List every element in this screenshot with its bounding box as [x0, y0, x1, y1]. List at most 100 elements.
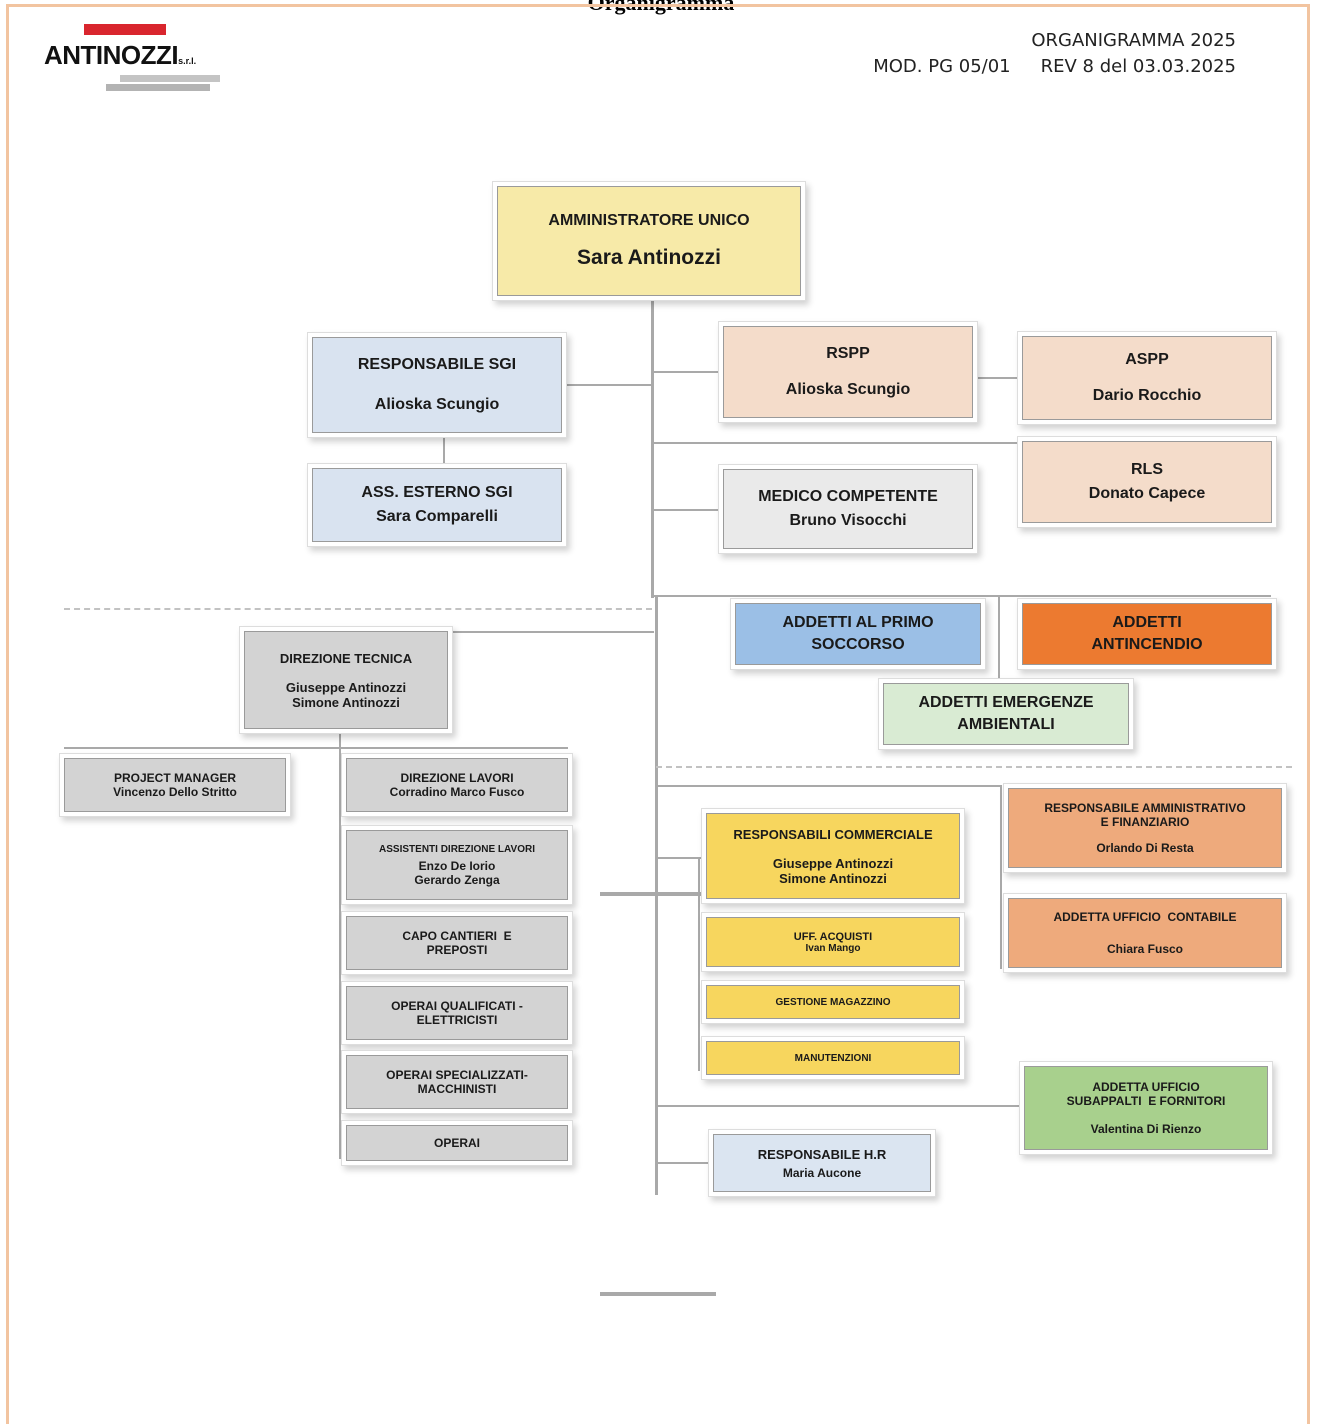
label-line: ADDETTI: [1112, 614, 1182, 631]
box-medico-competente: MEDICO COMPETENTE Bruno Visocchi: [719, 465, 977, 553]
box-assistente-esterno-sgi: ASS. ESTERNO SGI Sara Comparelli: [308, 464, 566, 546]
label-line: ELETTRICISTI: [416, 1013, 498, 1027]
person-name: Simone Antinozzi: [779, 870, 887, 886]
connector-direzione-tecnica: [448, 631, 654, 633]
person-name: Chiara Fusco: [1106, 942, 1184, 956]
logo-text: ANTINOZZIs.r.l.: [44, 40, 197, 70]
logo-grey-bar: [120, 75, 220, 82]
connector-rspp: [653, 371, 719, 373]
box-ufficio-acquisti: UFF. ACQUISTI Ivan Mango: [702, 913, 964, 971]
person-name: Valentina Di Rienzo: [1090, 1122, 1202, 1136]
main-trunk-line: [655, 893, 658, 1195]
connector-amministrativo-vertical: [1000, 785, 1002, 969]
role-label: UFF. ACQUISTI: [793, 930, 873, 943]
label-line: AMBIENTALI: [957, 716, 1055, 733]
person-name: Vincenzo Dello Stritto: [113, 785, 237, 799]
box-direzione-lavori: DIREZIONE LAVORI Corradino Marco Fusco: [342, 754, 572, 816]
person-name: Ivan Mango: [805, 942, 861, 954]
connector-rls: [653, 442, 1025, 444]
label-line: ADDETTA UFFICIO: [1092, 1080, 1200, 1094]
label-line: CAPO CANTIERI E: [402, 929, 512, 943]
label-line: ADDETTI AL PRIMO: [782, 614, 934, 631]
box-operai-qualificati: OPERAI QUALIFICATI - ELETTRICISTI: [342, 982, 572, 1044]
person-name: Alioska Scungio: [785, 381, 911, 398]
main-trunk-line: [655, 596, 658, 894]
connector-commerciale: [656, 857, 704, 859]
person-name: Maria Aucone: [782, 1165, 862, 1180]
person-name: Simone Antinozzi: [292, 694, 400, 710]
box-rspp: RSPP Alioska Scungio: [719, 322, 977, 422]
label-line: MANUTENZIONI: [794, 1052, 872, 1064]
role-label: MEDICO COMPETENTE: [758, 488, 938, 505]
person-name: Sara Antinozzi: [577, 246, 721, 269]
connector-pm-branch: [64, 747, 568, 749]
section-divider: [656, 766, 1292, 768]
logo-red-bar: [84, 24, 166, 35]
role-label: PROJECT MANAGER: [113, 771, 236, 785]
company-logo: ANTINOZZIs.r.l.: [44, 24, 224, 94]
box-project-manager: PROJECT MANAGER Vincenzo Dello Stritto: [60, 754, 290, 816]
role-label: ADDETTA UFFICIO CONTABILE: [1053, 910, 1237, 924]
box-rls: RLS Donato Capece: [1018, 437, 1276, 527]
document-module: MOD. PG 05/01: [873, 56, 1011, 77]
document-title: ORGANIGRAMMA 2025: [1031, 30, 1236, 51]
connector-sgi-ass: [443, 434, 445, 468]
connector-emergenze: [653, 595, 1271, 597]
label-line: GESTIONE MAGAZZINO: [775, 996, 891, 1008]
person-name: Sara Comparelli: [376, 508, 498, 525]
connector-amministrativo: [656, 785, 1002, 787]
box-operai-specializzati: OPERAI SPECIALIZZATI- MACCHINISTI: [342, 1051, 572, 1113]
box-assistenti-direzione-lavori: ASSISTENTI DIREZIONE LAVORI Enzo De Iori…: [342, 826, 572, 904]
box-addetti-primo-soccorso: ADDETTI AL PRIMO SOCCORSO: [731, 599, 985, 669]
box-responsabile-amministrativo: RESPONSABILE AMMINISTRATIVO E FINANZIARI…: [1004, 784, 1286, 872]
logo-grey-bar: [106, 84, 210, 91]
role-label: RLS: [1131, 461, 1163, 478]
person-name: Donato Capece: [1088, 485, 1206, 502]
connector-sgi: [564, 384, 652, 386]
box-responsabili-commerciale: RESPONSABILI COMMERCIALE Giuseppe Antino…: [702, 809, 964, 903]
person-name: Bruno Visocchi: [789, 512, 907, 529]
person-name: Gerardo Zenga: [414, 872, 500, 887]
box-amministratore-unico: AMMINISTRATORE UNICO Sara Antinozzi: [493, 182, 805, 300]
box-addetti-antincendio: ADDETTI ANTINCENDIO: [1018, 599, 1276, 669]
box-capo-cantieri: CAPO CANTIERI E PREPOSTI: [342, 912, 572, 974]
person-name: Giuseppe Antinozzi: [285, 679, 407, 695]
label-line: MACCHINISTI: [417, 1082, 497, 1096]
box-aspp: ASPP Dario Rocchio: [1018, 332, 1276, 424]
role-label: ASS. ESTERNO SGI: [361, 484, 513, 501]
person-name: Enzo De Iorio: [418, 858, 496, 873]
connector-rspp-aspp: [976, 377, 1018, 379]
role-label: RESPONSABILI COMMERCIALE: [733, 826, 933, 842]
connector-emergenze-vertical: [998, 595, 1000, 683]
person-name: Orlando Di Resta: [1096, 841, 1194, 855]
role-label: ASPP: [1125, 351, 1169, 368]
role-label: DIREZIONE LAVORI: [400, 771, 514, 785]
box-addetta-ufficio-contabile: ADDETTA UFFICIO CONTABILE Chiara Fusco: [1004, 894, 1286, 972]
role-label: ASSISTENTI DIREZIONE LAVORI: [379, 843, 535, 855]
person-name: Alioska Scungio: [374, 396, 500, 413]
role-label: AMMINISTRATORE UNICO: [548, 212, 750, 229]
label-line: OPERAI QUALIFICATI -: [391, 999, 523, 1013]
role-label: RSPP: [826, 345, 870, 362]
label-line: SUBAPPALTI E FORNITORI: [1066, 1094, 1226, 1108]
label-line: SOCCORSO: [811, 636, 905, 653]
main-trunk-line: [651, 296, 654, 598]
person-name: Dario Rocchio: [1092, 387, 1202, 404]
label-line: ANTINCENDIO: [1091, 636, 1203, 653]
person-name: Giuseppe Antinozzi: [772, 855, 894, 871]
role-label: RESPONSABILE H.R: [757, 1146, 887, 1162]
connector-hr: [656, 1162, 708, 1164]
page-frame: [6, 4, 1310, 1424]
page-top-title: Organigramma: [587, 0, 735, 15]
connector-commerciale-vertical: [698, 857, 700, 1071]
box-manutenzioni: MANUTENZIONI: [702, 1037, 964, 1079]
box-responsabile-hr: RESPONSABILE H.R Maria Aucone: [709, 1130, 935, 1196]
label-line: OPERAI: [433, 1136, 480, 1150]
connector-medico: [653, 509, 719, 511]
connector-tecnica-vertical: [339, 729, 341, 1159]
label-line: RESPONSABILE AMMINISTRATIVO: [1044, 801, 1246, 815]
box-addetti-emergenze-ambientali: ADDETTI EMERGENZE AMBIENTALI: [879, 679, 1133, 749]
trunk-base-line: [600, 892, 716, 896]
